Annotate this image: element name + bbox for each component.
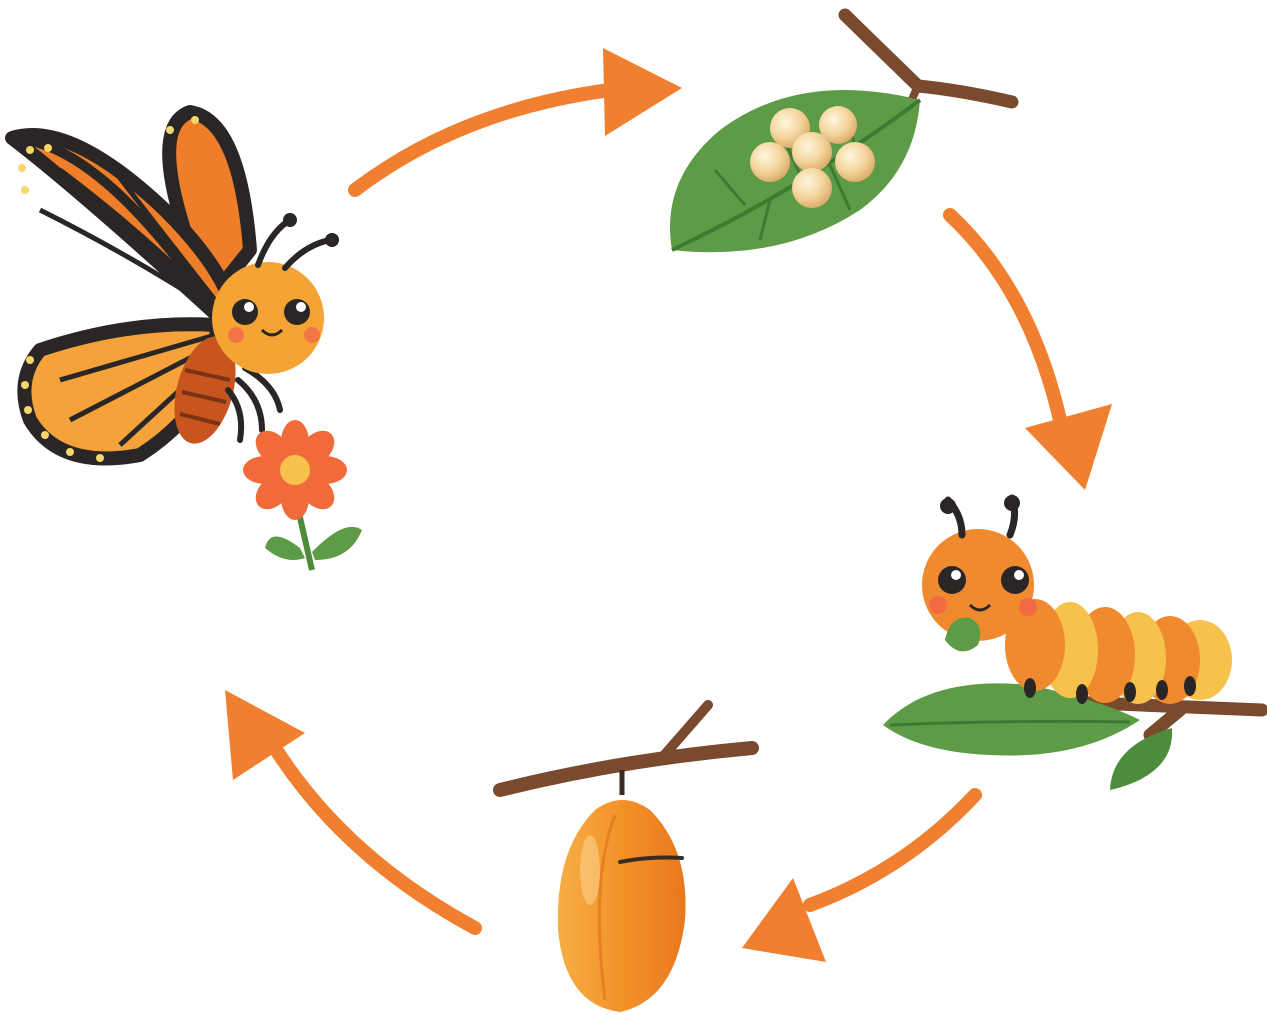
butterfly-icon [10,112,339,462]
arrow-eggs-to-caterpillar [950,215,1112,490]
caterpillar-icon [883,495,1262,790]
arrow-caterpillar-to-chrysalis [742,795,975,962]
arrow-chrysalis-to-butterfly [225,690,475,928]
cycle-arrows [225,48,1112,962]
flower-icon [243,420,362,570]
arrow-butterfly-to-eggs [355,48,682,190]
chrysalis-icon [500,705,752,1012]
